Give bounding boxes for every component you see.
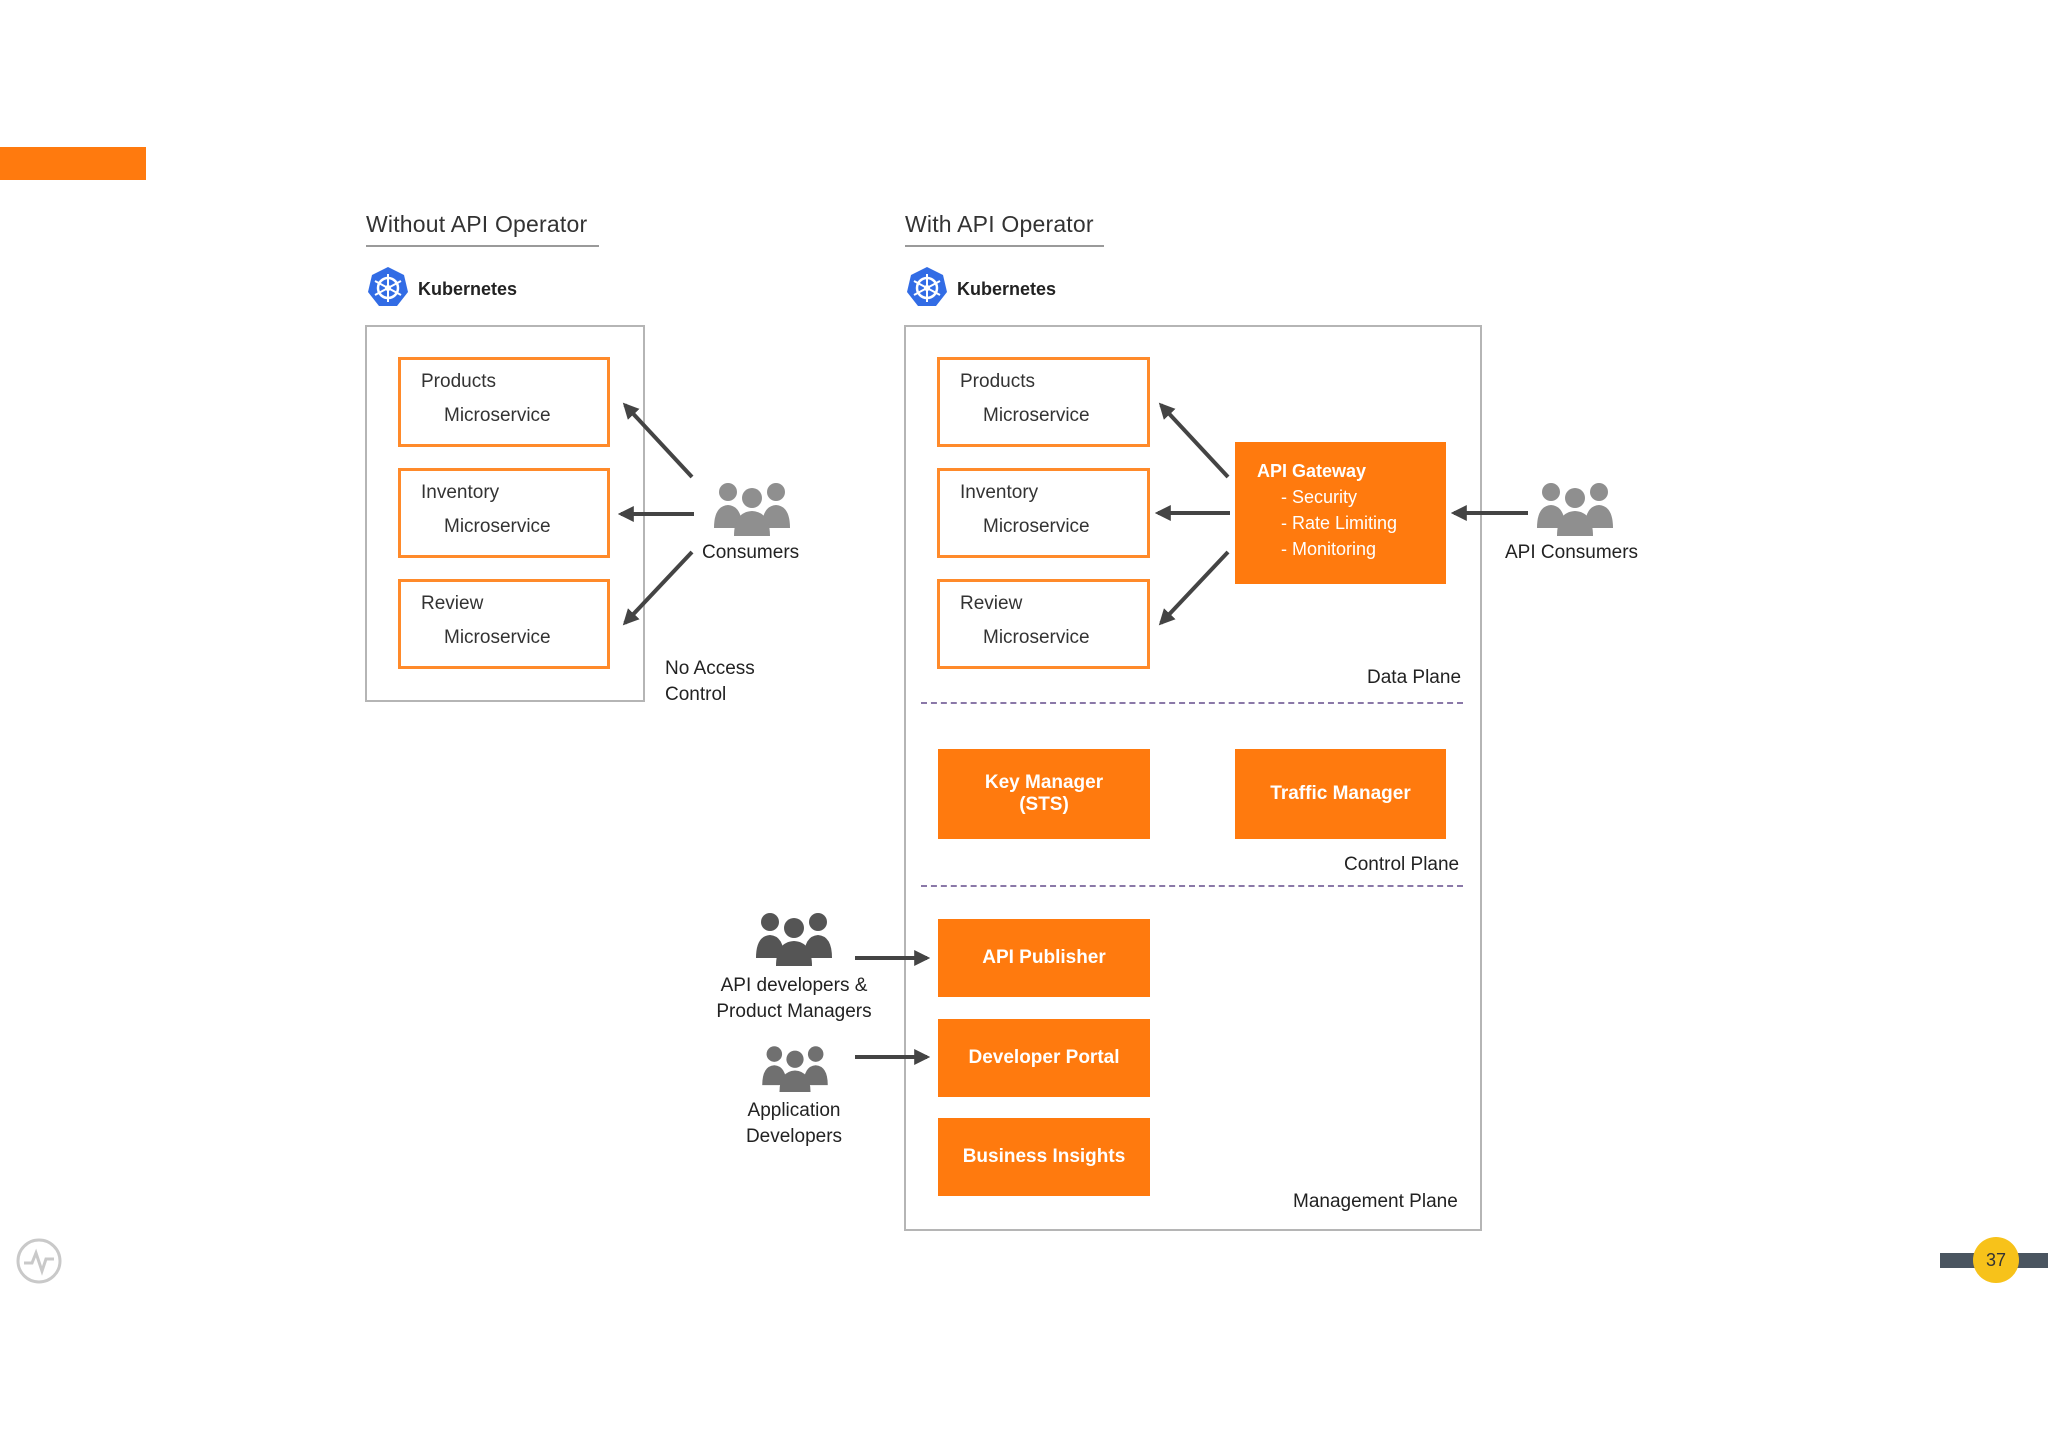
right-heading-underline xyxy=(905,245,1104,247)
service-name: Review xyxy=(960,593,1023,614)
gateway-item-monitoring: - Monitoring xyxy=(1281,539,1377,559)
service-name: Products xyxy=(960,371,1035,392)
kubernetes-icon xyxy=(905,265,949,314)
service-name: Inventory xyxy=(960,482,1039,503)
service-type: Microservice xyxy=(983,405,1090,426)
key-manager-line2: (STS) xyxy=(1019,794,1069,815)
service-type: Microservice xyxy=(444,516,551,537)
api-devs-line1: API developers & xyxy=(720,975,868,996)
app-devs-line2: Developers xyxy=(745,1126,843,1147)
people-icon xyxy=(712,478,792,536)
gateway-item-security: - Security xyxy=(1281,487,1358,507)
control-plane-divider xyxy=(921,885,1463,887)
kubernetes-label: Kubernetes xyxy=(418,279,518,299)
api-consumers-label: API Consumers xyxy=(1505,542,1639,563)
left-products-microservice: Products Microservice xyxy=(398,357,610,447)
kubernetes-label: Kubernetes xyxy=(957,279,1057,299)
right-kubernetes: Kubernetes xyxy=(905,265,1056,314)
gateway-item-rate-limiting: - Rate Limiting xyxy=(1281,513,1398,533)
left-heading-underline xyxy=(366,245,599,247)
service-type: Microservice xyxy=(444,405,551,426)
service-type: Microservice xyxy=(983,627,1090,648)
right-products-microservice: Products Microservice xyxy=(937,357,1150,447)
no-access-control-label: No Access Control xyxy=(665,656,755,708)
arrow-consumers-to-products xyxy=(622,402,694,479)
page-number-badge: 37 xyxy=(1973,1237,2019,1283)
data-plane-label: Data Plane xyxy=(1367,667,1462,688)
service-name: Products xyxy=(421,371,496,392)
key-manager-line1: Key Manager xyxy=(984,772,1104,793)
api-gateway-title: API Gateway xyxy=(1257,461,1367,481)
developer-portal-box: Developer Portal xyxy=(938,1019,1150,1097)
left-kubernetes: Kubernetes xyxy=(366,265,517,314)
application-developers-label: Application Developers xyxy=(694,1098,894,1150)
left-heading: Without API Operator xyxy=(366,211,588,237)
activity-logo-icon xyxy=(15,1237,63,1290)
api-developers-label: API developers & Product Managers xyxy=(694,973,894,1025)
left-inventory-microservice: Inventory Microservice xyxy=(398,468,610,558)
arrow-gateway-to-review xyxy=(1158,550,1230,626)
service-type: Microservice xyxy=(983,516,1090,537)
service-name: Inventory xyxy=(421,482,500,503)
consumers-label: Consumers xyxy=(702,542,800,563)
right-kubernetes-frame xyxy=(904,325,1482,1231)
right-inventory-microservice: Inventory Microservice xyxy=(937,468,1150,558)
data-plane-divider xyxy=(921,702,1463,704)
api-devs-line2: Product Managers xyxy=(716,1001,872,1022)
control-plane-label: Control Plane xyxy=(1344,854,1460,875)
right-review-microservice: Review Microservice xyxy=(937,579,1150,669)
no-access-line1: No Access xyxy=(665,658,755,679)
service-name: Review xyxy=(421,593,484,614)
people-icon xyxy=(760,1042,830,1092)
arrow-consumers-to-review xyxy=(622,550,694,626)
key-manager-box: Key Manager (STS) xyxy=(938,749,1150,839)
people-dark-icon xyxy=(754,908,834,966)
service-type: Microservice xyxy=(444,627,551,648)
right-heading: With API Operator xyxy=(905,211,1094,237)
accent-bar xyxy=(0,147,146,180)
left-review-microservice: Review Microservice xyxy=(398,579,610,669)
arrow-gateway-to-products xyxy=(1158,402,1230,479)
people-icon xyxy=(1535,478,1615,536)
app-devs-line1: Application xyxy=(747,1100,841,1121)
kubernetes-icon xyxy=(366,265,410,314)
no-access-line2: Control xyxy=(665,684,727,705)
traffic-manager-box: Traffic Manager xyxy=(1235,749,1446,839)
api-gateway-box: API Gateway - Security - Rate Limiting -… xyxy=(1235,442,1446,584)
api-publisher-box: API Publisher xyxy=(938,919,1150,997)
management-plane-label: Management Plane xyxy=(1293,1191,1458,1212)
business-insights-box: Business Insights xyxy=(938,1118,1150,1196)
